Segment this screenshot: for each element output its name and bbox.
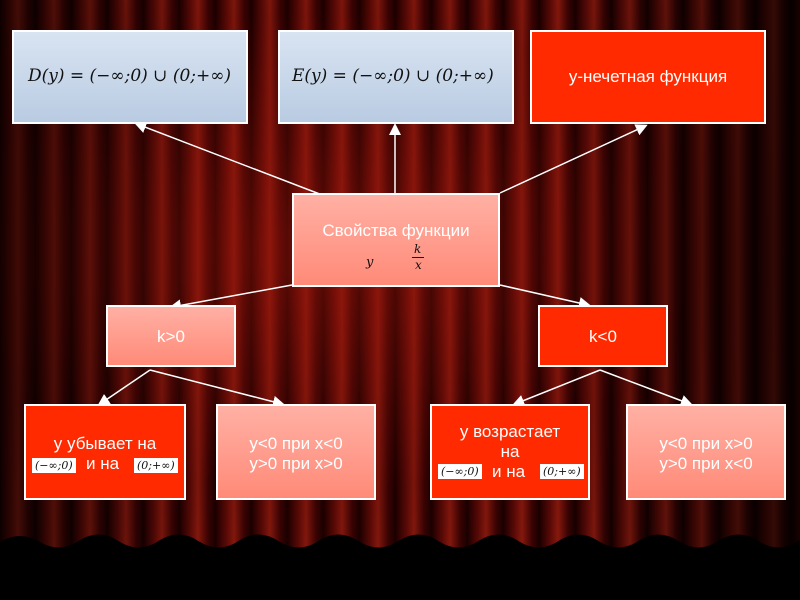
sign-k-positive-line2: y>0 при x>0 — [249, 454, 343, 473]
domain-box: D(y) = (−∞;0) ∪ (0;+∞) — [12, 30, 248, 124]
sign-k-negative-line1: y<0 при x>0 — [659, 434, 753, 453]
range-formula: E(y) = (−∞;0) ∪ (0;+∞) — [292, 66, 494, 86]
sign-k-positive-line1: y<0 при x<0 — [249, 434, 343, 453]
k-positive-label: k>0 — [157, 327, 185, 346]
decreasing-interval-1: (−∞;0) — [32, 458, 76, 473]
center-formula-denominator: x — [415, 258, 422, 272]
increasing-interval-2: (0;+∞) — [540, 464, 584, 479]
decreasing-line1: y убывает на — [53, 434, 157, 453]
increasing-box: y возрастает на (−∞;0) и на (0;+∞) — [430, 404, 590, 500]
increasing-line2: на — [500, 442, 520, 461]
decreasing-and: и на — [86, 454, 120, 473]
link-center-odd — [499, 124, 648, 194]
range-box: E(y) = (−∞;0) ∪ (0;+∞) — [278, 30, 514, 124]
link-kpos-dec — [97, 369, 151, 406]
odd-function-box: y-нечетная функция — [530, 30, 766, 124]
sign-k-negative-line2: y>0 при x<0 — [659, 454, 753, 473]
center-formula-numerator: k — [414, 242, 422, 256]
link-center-kneg — [499, 284, 591, 309]
link-kpos-sign — [149, 369, 285, 408]
increasing-interval-1: (−∞;0) — [438, 464, 482, 479]
sign-k-negative-box: y<0 при x>0 y>0 при x<0 — [626, 404, 786, 500]
center-formula-lhs: y — [366, 255, 374, 270]
k-positive-box: k>0 — [106, 305, 236, 367]
k-negative-box: k<0 — [538, 305, 668, 367]
link-center-kpos — [169, 284, 293, 312]
decreasing-box: y убывает на (−∞;0) и на (0;+∞) — [24, 404, 186, 500]
center-properties-box: Свойства функции y k x — [292, 193, 500, 287]
fraction-bar — [412, 257, 424, 258]
link-kneg-sign — [599, 369, 693, 407]
odd-function-label: y-нечетная функция — [568, 67, 728, 86]
link-center-domain — [134, 121, 331, 199]
domain-formula: D(y) = (−∞;0) ∪ (0;+∞) — [28, 66, 232, 86]
increasing-and: и на — [492, 462, 526, 481]
decreasing-interval-2: (0;+∞) — [134, 458, 178, 473]
increasing-line1: y возрастает — [459, 422, 561, 441]
curtain-hem — [0, 534, 800, 600]
link-kneg-inc — [512, 369, 601, 407]
k-negative-label: k<0 — [589, 327, 617, 346]
sign-k-positive-box: y<0 при x<0 y>0 при x>0 — [216, 404, 376, 500]
center-title: Свойства функции — [322, 221, 470, 240]
